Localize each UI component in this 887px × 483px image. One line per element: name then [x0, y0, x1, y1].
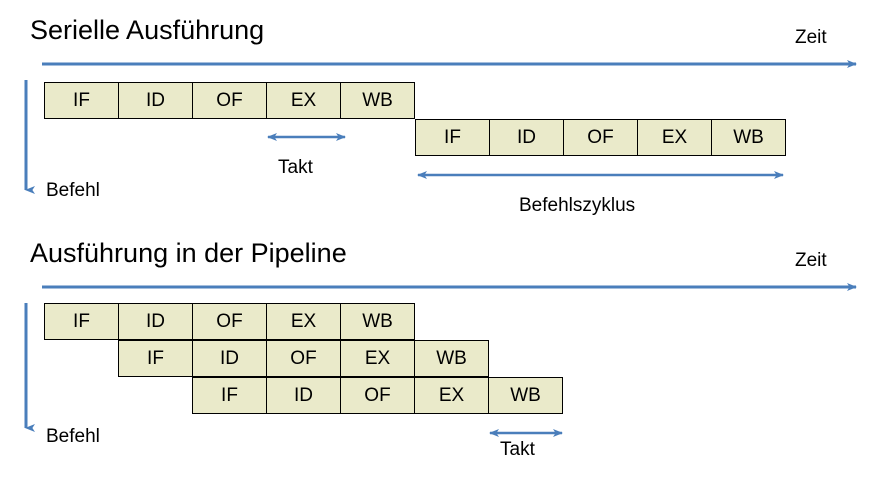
pipeline-row1-stage-ex[interactable]: EX [266, 303, 341, 340]
serial-row2-stage-of[interactable]: OF [563, 119, 638, 156]
serial-row1-stage-if[interactable]: IF [44, 82, 119, 119]
pipeline-row1-stage-of[interactable]: OF [192, 303, 267, 340]
serial-time-axis-label: Zeit [795, 27, 827, 48]
pipeline-section-title: Ausführung in der Pipeline [30, 238, 347, 268]
pipeline-row2-stage-ex[interactable]: EX [340, 340, 415, 377]
serial-row1-stage-of[interactable]: OF [192, 82, 267, 119]
pipeline-row3-stage-ex[interactable]: EX [414, 377, 489, 414]
serial-instruction-axis-label: Befehl [46, 180, 100, 201]
pipeline-row3-stage-if[interactable]: IF [192, 377, 267, 414]
pipeline-instruction-axis-label: Befehl [46, 426, 100, 447]
pipeline-row2-stage-wb[interactable]: WB [414, 340, 489, 377]
pipeline-row1-stage-if[interactable]: IF [44, 303, 119, 340]
pipeline-row3-stage-of[interactable]: OF [340, 377, 415, 414]
serial-section-title: Serielle Ausführung [30, 15, 265, 45]
pipeline-row3-stage-wb[interactable]: WB [488, 377, 563, 414]
serial-row2-stage-ex[interactable]: EX [637, 119, 712, 156]
serial-row2-stage-if[interactable]: IF [415, 119, 490, 156]
pipeline-row3-stage-id[interactable]: ID [266, 377, 341, 414]
serial-row1-stage-ex[interactable]: EX [266, 82, 341, 119]
serial-row2-stage-wb[interactable]: WB [711, 119, 786, 156]
serial-befehlszyklus-label: Befehlszyklus [519, 195, 636, 216]
pipeline-row2-stage-if[interactable]: IF [118, 340, 193, 377]
pipeline-time-axis-label: Zeit [795, 250, 827, 271]
serial-row1-stage-id[interactable]: ID [118, 82, 193, 119]
serial-row2-stage-id[interactable]: ID [489, 119, 564, 156]
pipeline-row1-stage-wb[interactable]: WB [340, 303, 415, 340]
pipeline-takt-label: Takt [500, 439, 535, 460]
pipeline-row1-stage-id[interactable]: ID [118, 303, 193, 340]
serial-row1-stage-wb[interactable]: WB [340, 82, 415, 119]
serial-takt-label: Takt [278, 157, 313, 178]
pipeline-row2-stage-of[interactable]: OF [266, 340, 341, 377]
pipeline-row2-stage-id[interactable]: ID [192, 340, 267, 377]
